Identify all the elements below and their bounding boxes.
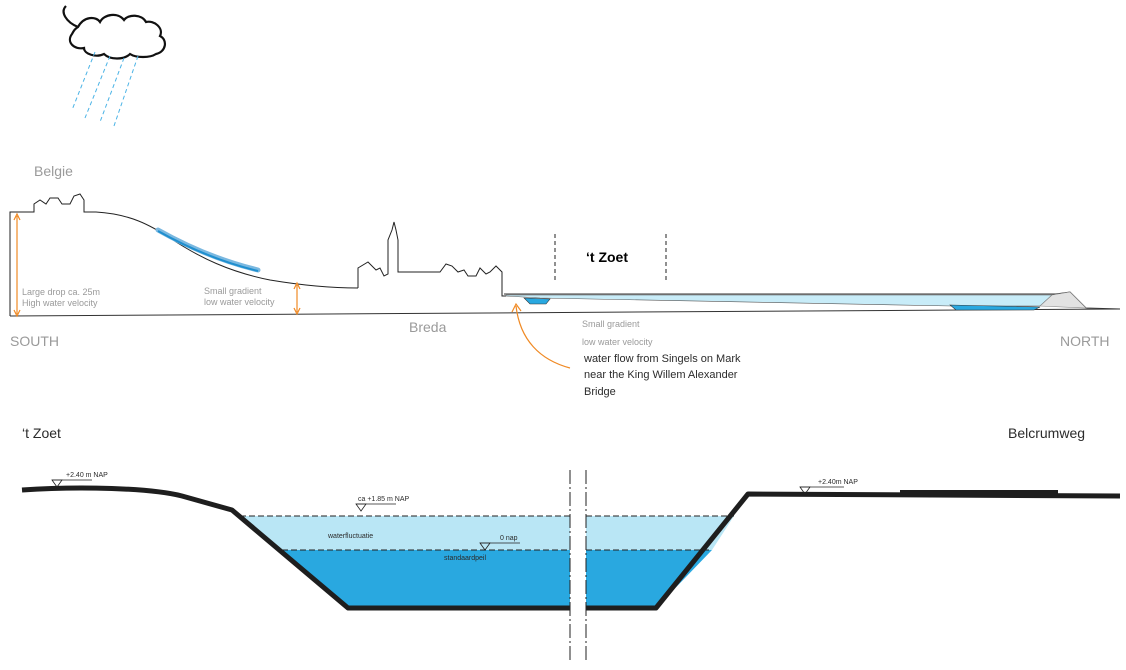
label-belcrumweg: Belcrumweg — [1008, 425, 1085, 441]
label-low-velocity-b: low water velocity — [582, 337, 653, 347]
label-belgie: Belgie — [34, 163, 73, 179]
label-high-velocity: High water velocity — [22, 298, 98, 308]
label-flow-2: near the King Willem Alexander — [584, 369, 738, 381]
label-flow-3: Bridge — [584, 386, 616, 398]
triangle-down-icon — [479, 542, 520, 551]
label-north: NORTH — [1060, 333, 1110, 349]
water-fluctuation-zone-left — [240, 516, 570, 550]
drop-arrow-large — [13, 212, 21, 318]
label-nap-right: +2.40m NAP — [818, 479, 858, 486]
section-break-lines — [569, 470, 587, 662]
flow-pointer-arrow — [511, 302, 571, 369]
rain-icon — [71, 51, 139, 127]
label-breda: Breda — [409, 319, 447, 335]
label-flow-1: water flow from Singels on Mark — [583, 353, 741, 365]
label-large-drop: Large drop ca. 25m — [22, 287, 100, 297]
triangle-down-icon — [355, 503, 396, 512]
triangle-down-icon — [51, 479, 92, 488]
label-low-velocity-a: low water velocity — [204, 297, 275, 307]
water-fluctuation-zone-right — [586, 516, 734, 550]
canal-ground-left — [21, 485, 570, 611]
flow-arrow-icon — [155, 227, 261, 273]
label-small-gradient-a: Small gradient — [204, 286, 262, 296]
canal-water-deep-left — [523, 297, 551, 305]
canal-water-deep-right — [949, 304, 1041, 311]
drop-arrow-small — [293, 281, 301, 316]
label-t-zoet-left: ‘t Zoet — [22, 425, 61, 441]
label-standaardpeil: standaardpeil — [444, 555, 486, 562]
label-waterfluctuatie: waterfluctuatie — [327, 533, 373, 540]
road-belcrumweg — [900, 490, 1058, 496]
canal-water-light — [505, 294, 1053, 307]
label-south: SOUTH — [10, 333, 59, 349]
water-deep-right — [586, 550, 712, 608]
canal-bank-right — [1039, 291, 1087, 309]
label-small-gradient-b: Small gradient — [582, 319, 640, 329]
triangle-down-icon — [799, 486, 844, 495]
label-t-zoet-top: ‘t Zoet — [586, 249, 628, 265]
label-nap-left: +2.40 m NAP — [66, 472, 108, 479]
water-deep-left — [282, 550, 570, 608]
label-nap-zero: 0 nap — [500, 535, 518, 542]
city-silhouette-breda — [357, 221, 506, 297]
ground-baseline — [9, 308, 1121, 317]
label-nap-high: ca +1.85 m NAP — [358, 496, 409, 503]
cloud-icon — [62, 5, 166, 60]
